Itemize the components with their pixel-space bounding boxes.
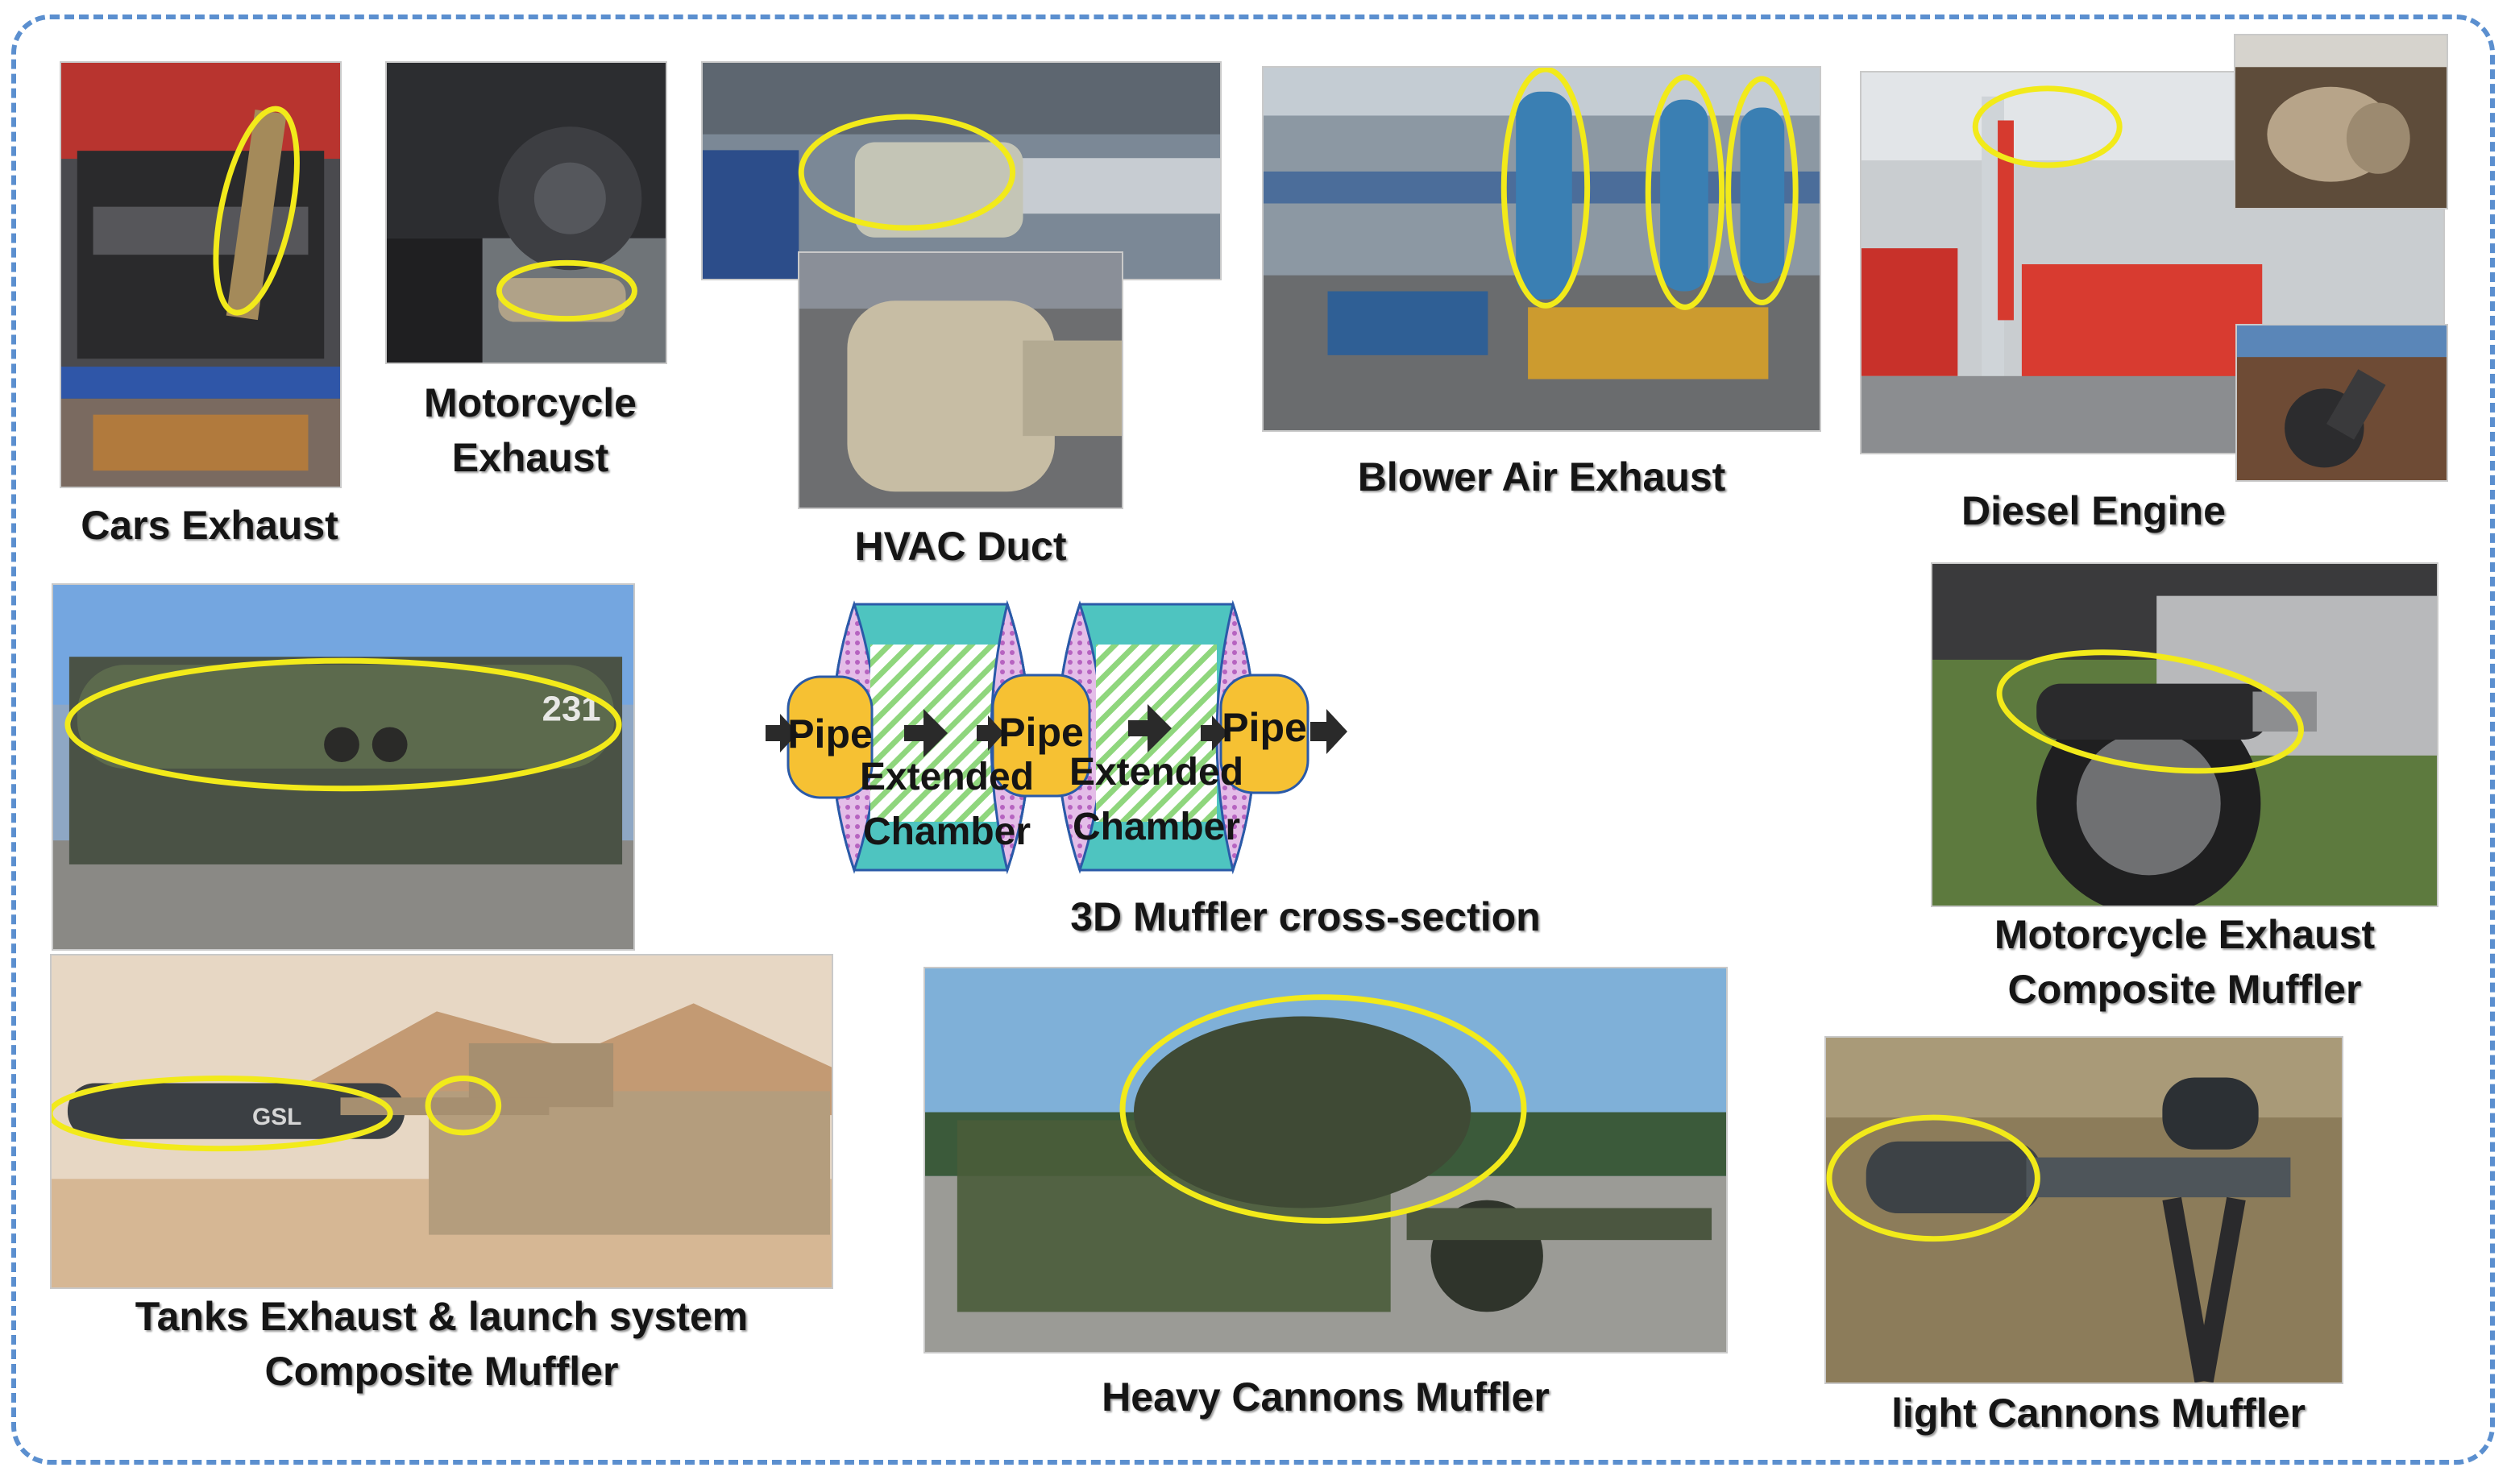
- chamber-label-line2: Chamber: [1073, 806, 1240, 848]
- flow-arrow-icon: [977, 715, 1004, 751]
- flow-arrow-icon: [1201, 715, 1228, 751]
- motorcycle-composite-muffler-photo: [1931, 562, 2438, 907]
- highlight-ellipse: [1645, 74, 1725, 310]
- tank-exhaust-photo: 231: [52, 583, 635, 951]
- cars-exhaust-photo: [60, 61, 342, 488]
- muffler-cross-section-diagram: Pipe Pipe Pipe Extended Chamber Extended…: [766, 580, 1797, 886]
- flow-arrow-icon: [1128, 704, 1172, 752]
- muffler-cross-section-caption: 3D Muffler cross-section: [1070, 894, 1541, 939]
- hvac-duct-photo-bottom: [798, 251, 1123, 509]
- flow-arrow-icon: [766, 714, 798, 752]
- hvac-duct-photo-top: [701, 61, 1222, 280]
- blower-air-exhaust-label: Blower Air Exhaust: [1357, 454, 1726, 500]
- pipe-label: Pipe: [1222, 705, 1307, 750]
- pipe-label: Pipe: [998, 710, 1084, 755]
- heavy-cannons-muffler-photo: [923, 967, 1728, 1353]
- tanks-exhaust-label: Tanks Exhaust & launch system Composite …: [135, 1294, 749, 1394]
- pipe-label: Pipe: [787, 711, 873, 757]
- highlight-ellipse: [213, 106, 300, 316]
- gsl-logo-text: GSL: [252, 1104, 301, 1130]
- heavy-cannons-muffler-label: Heavy Cannons Muffler: [1102, 1374, 1550, 1420]
- highlight-ellipse: [798, 114, 1016, 231]
- highlight-ellipse: [52, 1076, 393, 1152]
- dashed-frame: [11, 15, 2495, 1465]
- highlight-ellipse: [425, 1076, 502, 1136]
- blower-air-exhaust-photo: [1262, 66, 1821, 432]
- highlight-ellipse: [1500, 68, 1591, 309]
- highlight-ellipse: [1826, 1114, 2040, 1242]
- highlight-ellipse: [1119, 994, 1527, 1224]
- chamber-label-line2: Chamber: [863, 810, 1031, 853]
- light-cannons-muffler-label: light Cannons Muffler: [1891, 1391, 2306, 1436]
- highlight-ellipse: [1725, 76, 1799, 305]
- flow-arrow-icon: [1310, 709, 1347, 754]
- motorcycle-exhaust-label: Motorcycle Exhaust: [424, 380, 637, 480]
- highlight-ellipse: [496, 259, 637, 322]
- motorcycle-composite-muffler-label: Motorcycle Exhaust Composite Muffler: [1994, 912, 2376, 1012]
- diesel-engine-label: Diesel Engine: [1961, 488, 2226, 533]
- highlight-ellipse: [1972, 85, 2123, 168]
- cars-exhaust-label: Cars Exhaust: [81, 503, 338, 548]
- highlight-ellipse: [64, 657, 622, 792]
- tanks-launch-system-photo: GSL: [50, 954, 833, 1289]
- hvac-duct-label: HVAC Duct: [854, 524, 1067, 569]
- chamber-label-line1: Extended: [860, 756, 1034, 798]
- highlight-ellipse: [1996, 649, 2304, 774]
- diesel-engine-inset-top: [2234, 34, 2448, 209]
- chamber-label-line1: Extended: [1069, 751, 1243, 794]
- diesel-engine-inset-bottom: [2235, 324, 2448, 482]
- light-cannons-muffler-photo: [1824, 1036, 2343, 1384]
- motorcycle-exhaust-photo: [385, 61, 667, 364]
- flow-arrow-icon: [904, 709, 948, 757]
